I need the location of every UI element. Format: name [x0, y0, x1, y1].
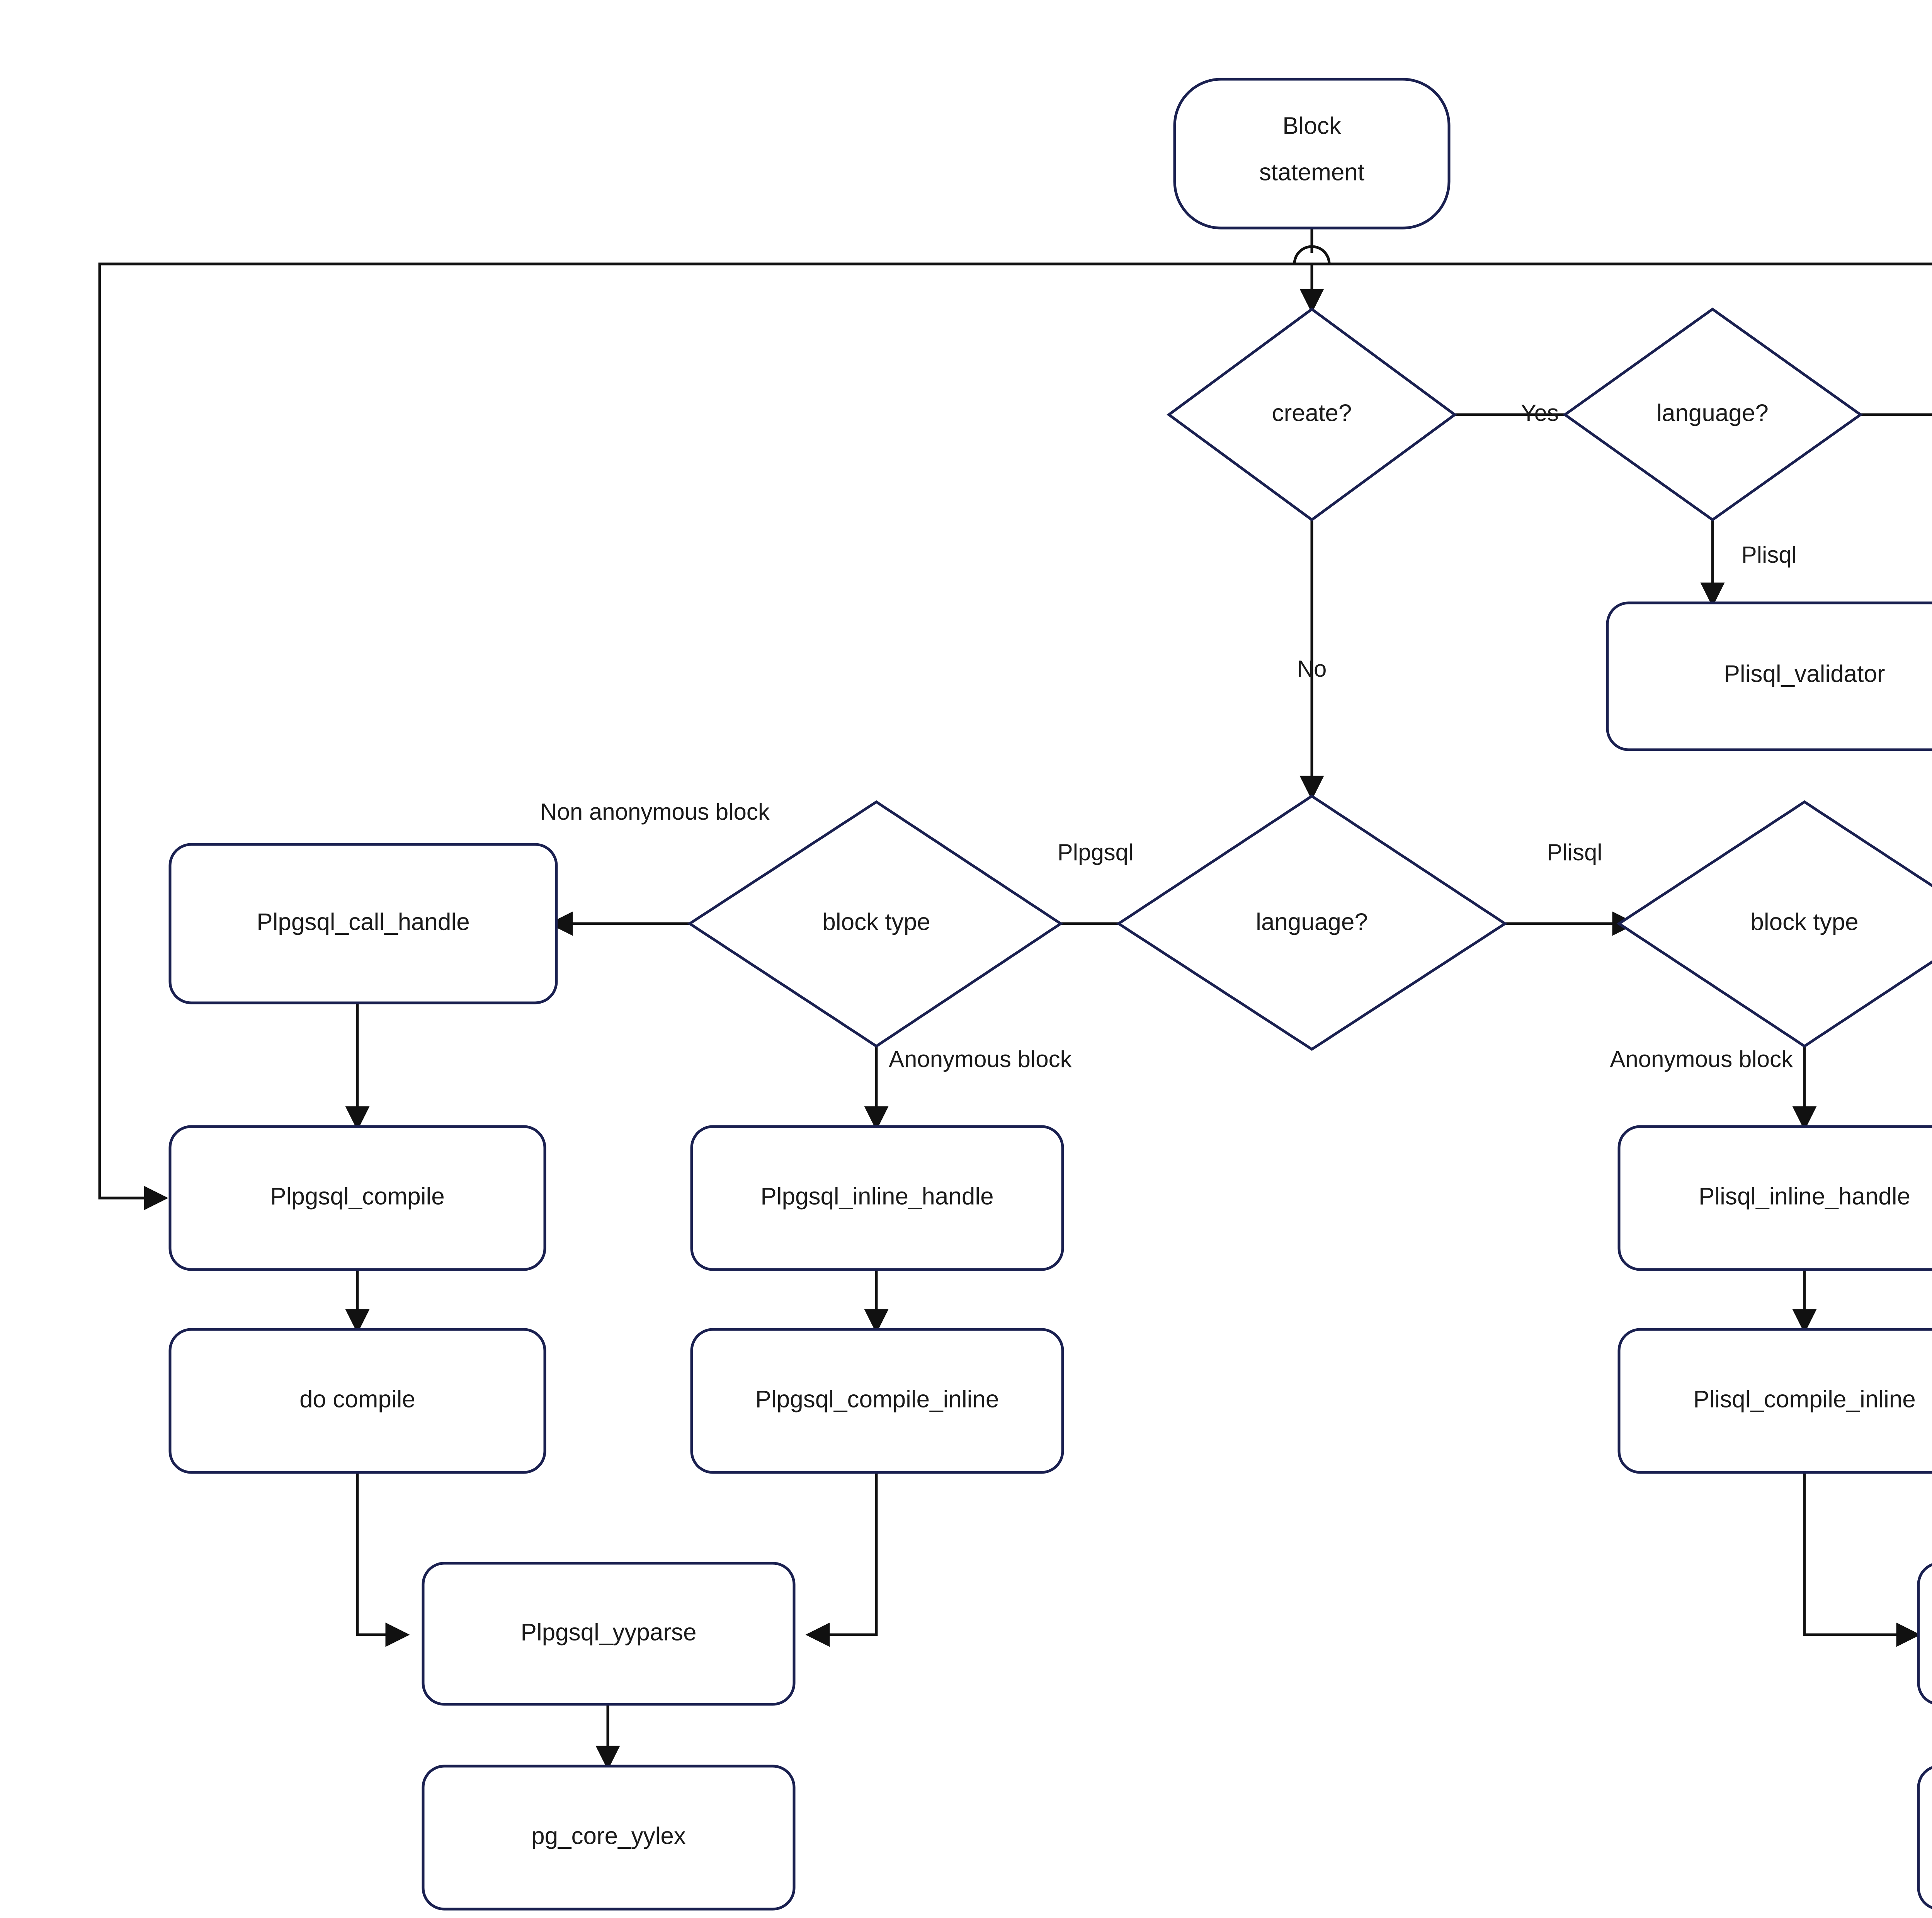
node-plisql-inline-handle[interactable]: Plisql_inline_handle	[1617, 1125, 1932, 1271]
edge-label-yes: Yes	[1521, 400, 1559, 426]
node-plisql-compile-inline-label: Plisql_compile_inline	[1693, 1386, 1916, 1413]
edge-plisql-compile-inline-to-yyparse	[1803, 1472, 1921, 1647]
node-create-decision[interactable]: create?	[1167, 307, 1457, 522]
node-plisql-compile-inline[interactable]: Plisql_compile_inline	[1617, 1328, 1932, 1474]
node-plpgsql-inline-handle-label: Plpgsql_inline_handle	[760, 1183, 993, 1210]
node-plpgsql-yyparse[interactable]: Plpgsql_yyparse	[422, 1562, 796, 1706]
node-plisql-inline-handle-label: Plisql_inline_handle	[1699, 1183, 1910, 1210]
node-language-decision-mid-label: language?	[1256, 909, 1368, 935]
node-block-type-right[interactable]: block type	[1616, 800, 1932, 1048]
node-do-compile-left[interactable]: do compile	[168, 1328, 546, 1474]
node-ora-core-yylex[interactable]: ora_core_yylex	[1917, 1766, 1932, 1909]
edge-label-non-anonymous-left: Non anonymous block	[540, 799, 770, 825]
node-plisql-validator-label: Plisql_validator	[1724, 660, 1885, 687]
node-plpgsql-call-handle[interactable]: Plpgsql_call_handle	[168, 843, 558, 1004]
node-plisql-yyparse[interactable]: Plisql_yyparse	[1917, 1563, 1932, 1704]
node-pg-core-yylex[interactable]: pg_core_yylex	[422, 1765, 796, 1911]
node-plpgsql-compile[interactable]: Plpgsql_compile	[168, 1125, 546, 1271]
node-create-decision-label: create?	[1272, 400, 1352, 426]
node-block-statement[interactable]: Block statement	[1173, 78, 1451, 230]
node-language-decision-top[interactable]: language?	[1562, 307, 1863, 522]
node-language-decision-mid[interactable]: language?	[1116, 794, 1508, 1051]
node-plpgsql-compile-inline-label: Plpgsql_compile_inline	[755, 1386, 999, 1413]
node-pg-core-yylex-label: pg_core_yylex	[531, 1823, 686, 1849]
node-do-compile-left-label: do compile	[299, 1386, 415, 1413]
node-block-type-right-label: block type	[1750, 909, 1858, 935]
edge-do-compile-left-to-plpgsql-yyparse	[356, 1472, 410, 1647]
edge-label-anonymous-right: Anonymous block	[1610, 1046, 1793, 1072]
edge-label-anonymous-left: Anonymous block	[889, 1046, 1072, 1072]
node-block-statement-label-line1: Block	[1282, 112, 1342, 139]
edge-label-no: No	[1297, 656, 1327, 682]
node-block-statement-label-line2: statement	[1259, 159, 1364, 186]
node-block-type-left-label: block type	[822, 909, 930, 935]
node-plpgsql-yyparse-label: Plpgsql_yyparse	[521, 1619, 697, 1646]
node-plpgsql-inline-handle[interactable]: Plpgsql_inline_handle	[690, 1125, 1064, 1271]
node-language-decision-top-label: language?	[1656, 400, 1769, 426]
node-plisql-validator[interactable]: Plisql_validator	[1606, 601, 1932, 751]
node-plpgsql-compile-inline[interactable]: Plpgsql_compile_inline	[690, 1328, 1064, 1474]
edge-line-hop-arc	[1293, 245, 1331, 264]
node-plpgsql-call-handle-label: Plpgsql_call_handle	[257, 909, 470, 935]
edge-label-plisql-top: Plisql	[1742, 542, 1797, 568]
node-block-type-left[interactable]: block type	[687, 800, 1063, 1048]
edge-label-plisql-mid: Plisql	[1547, 839, 1602, 865]
edge-plpgsql-compile-inline-to-yyparse	[805, 1472, 878, 1647]
edge-label-plpgsql-mid: Plpgsql	[1058, 839, 1134, 865]
edge-plpgsql-validator-to-plpgsql-compile	[98, 262, 1932, 1210]
node-plpgsql-compile-label: Plpgsql_compile	[270, 1183, 444, 1210]
